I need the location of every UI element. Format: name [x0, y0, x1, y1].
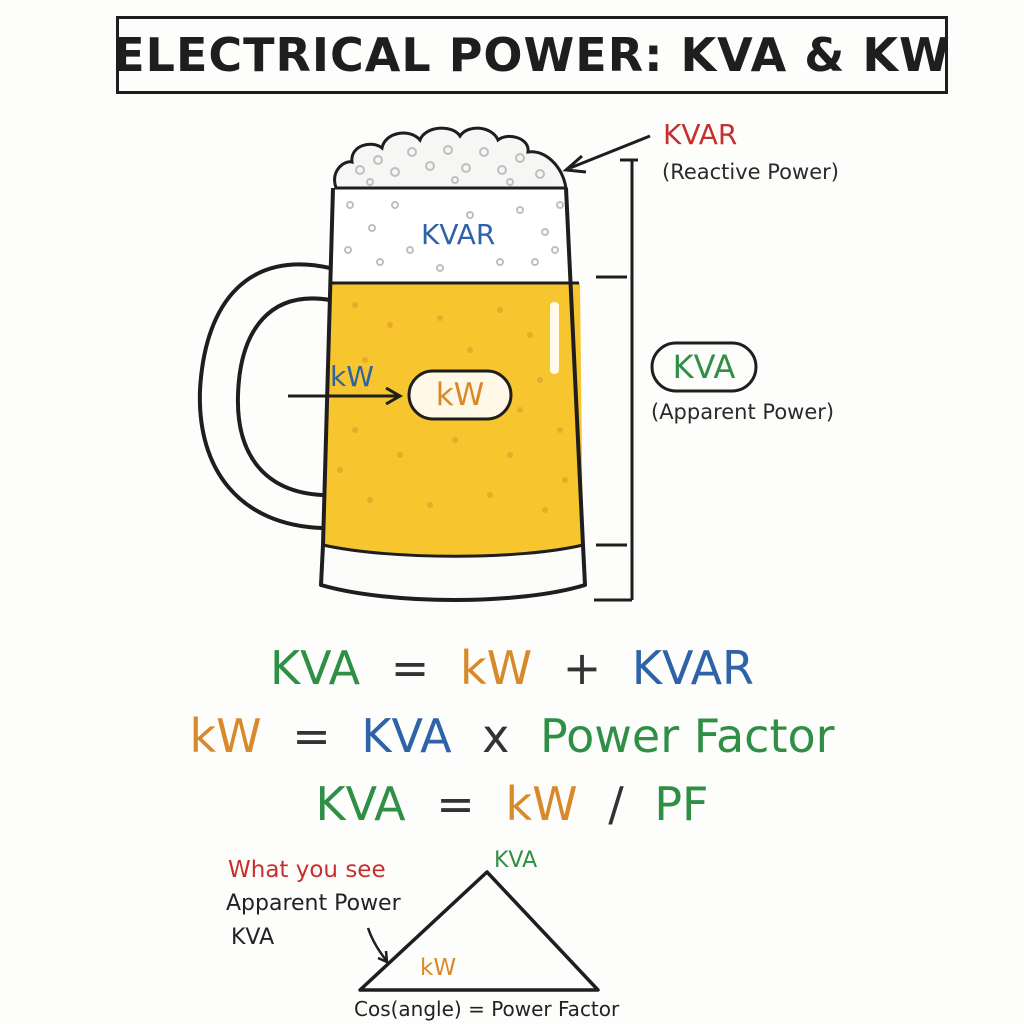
foam-head	[333, 126, 568, 190]
equation-2: kW = KVA x Power Factor	[0, 709, 1024, 763]
equation-1: KVA = kW + KVAR	[0, 641, 1024, 695]
eq2-term-b: KVA	[361, 709, 452, 763]
foam-inside	[329, 188, 578, 283]
kw-center-pill	[407, 369, 513, 421]
kw-center-label: kW	[435, 377, 485, 413]
triangle-apparent-power-label: Apparent Power	[226, 891, 401, 916]
mug-handle-inner	[235, 296, 332, 497]
cos-power-factor-label: Cos(angle) = Power Factor	[354, 997, 620, 1021]
triangle-kva-top-label: KVA	[494, 848, 538, 873]
glass-highlight	[550, 302, 559, 374]
title-box: ELECTRICAL POWER: KVA & KW	[113, 16, 951, 94]
kvar-arrow-line	[569, 134, 651, 170]
triangle-pointer-head	[377, 950, 389, 965]
eq2-op-2: x	[482, 709, 510, 763]
glass-bottom	[321, 545, 585, 600]
eq3-term-c: PF	[654, 777, 709, 831]
eq1-term-b: kW	[459, 641, 533, 695]
eq1-term-c: KVAR	[631, 641, 754, 695]
mug-handle	[197, 262, 332, 530]
glass-outline	[319, 187, 587, 602]
kw-left-label: kW	[330, 360, 374, 393]
equation-3: KVA = kW / PF	[0, 777, 1024, 831]
eq1-term-a: KVA	[269, 641, 361, 695]
eq3-op-2: /	[608, 777, 624, 831]
what-you-see-label: What you see	[228, 857, 386, 883]
kvar-foam-label: KVAR	[421, 218, 496, 251]
beer-bubbles	[337, 302, 568, 513]
reactive-power-label: (Reactive Power)	[662, 160, 839, 184]
glass-bottom-line	[322, 543, 584, 558]
foam-bubbles	[344, 145, 564, 272]
kva-pill-outline	[650, 341, 758, 393]
kvar-arrow-head	[562, 154, 587, 174]
eq3-term-a: KVA	[315, 777, 406, 831]
kvar-top-label: KVAR	[663, 118, 738, 151]
apparent-power-label: (Apparent Power)	[651, 400, 835, 424]
eq3-op-1: =	[436, 777, 475, 831]
eq3-term-b: kW	[505, 777, 578, 831]
kw-arrow-head	[385, 386, 404, 406]
triangle-kw-base-label: kW	[420, 955, 457, 981]
eq2-term-a: kW	[189, 709, 262, 763]
power-triangle	[358, 870, 600, 992]
eq1-op-1: =	[390, 641, 430, 695]
page-title: ELECTRICAL POWER: KVA & KW	[113, 28, 951, 82]
eq1-op-2: +	[562, 641, 602, 695]
triangle-kva-side-label: KVA	[231, 925, 275, 950]
kva-label: KVA	[672, 348, 736, 386]
eq2-op-1: =	[292, 709, 331, 763]
eq2-term-c: Power Factor	[540, 709, 835, 763]
triangle-pointer-arrow	[366, 927, 387, 961]
